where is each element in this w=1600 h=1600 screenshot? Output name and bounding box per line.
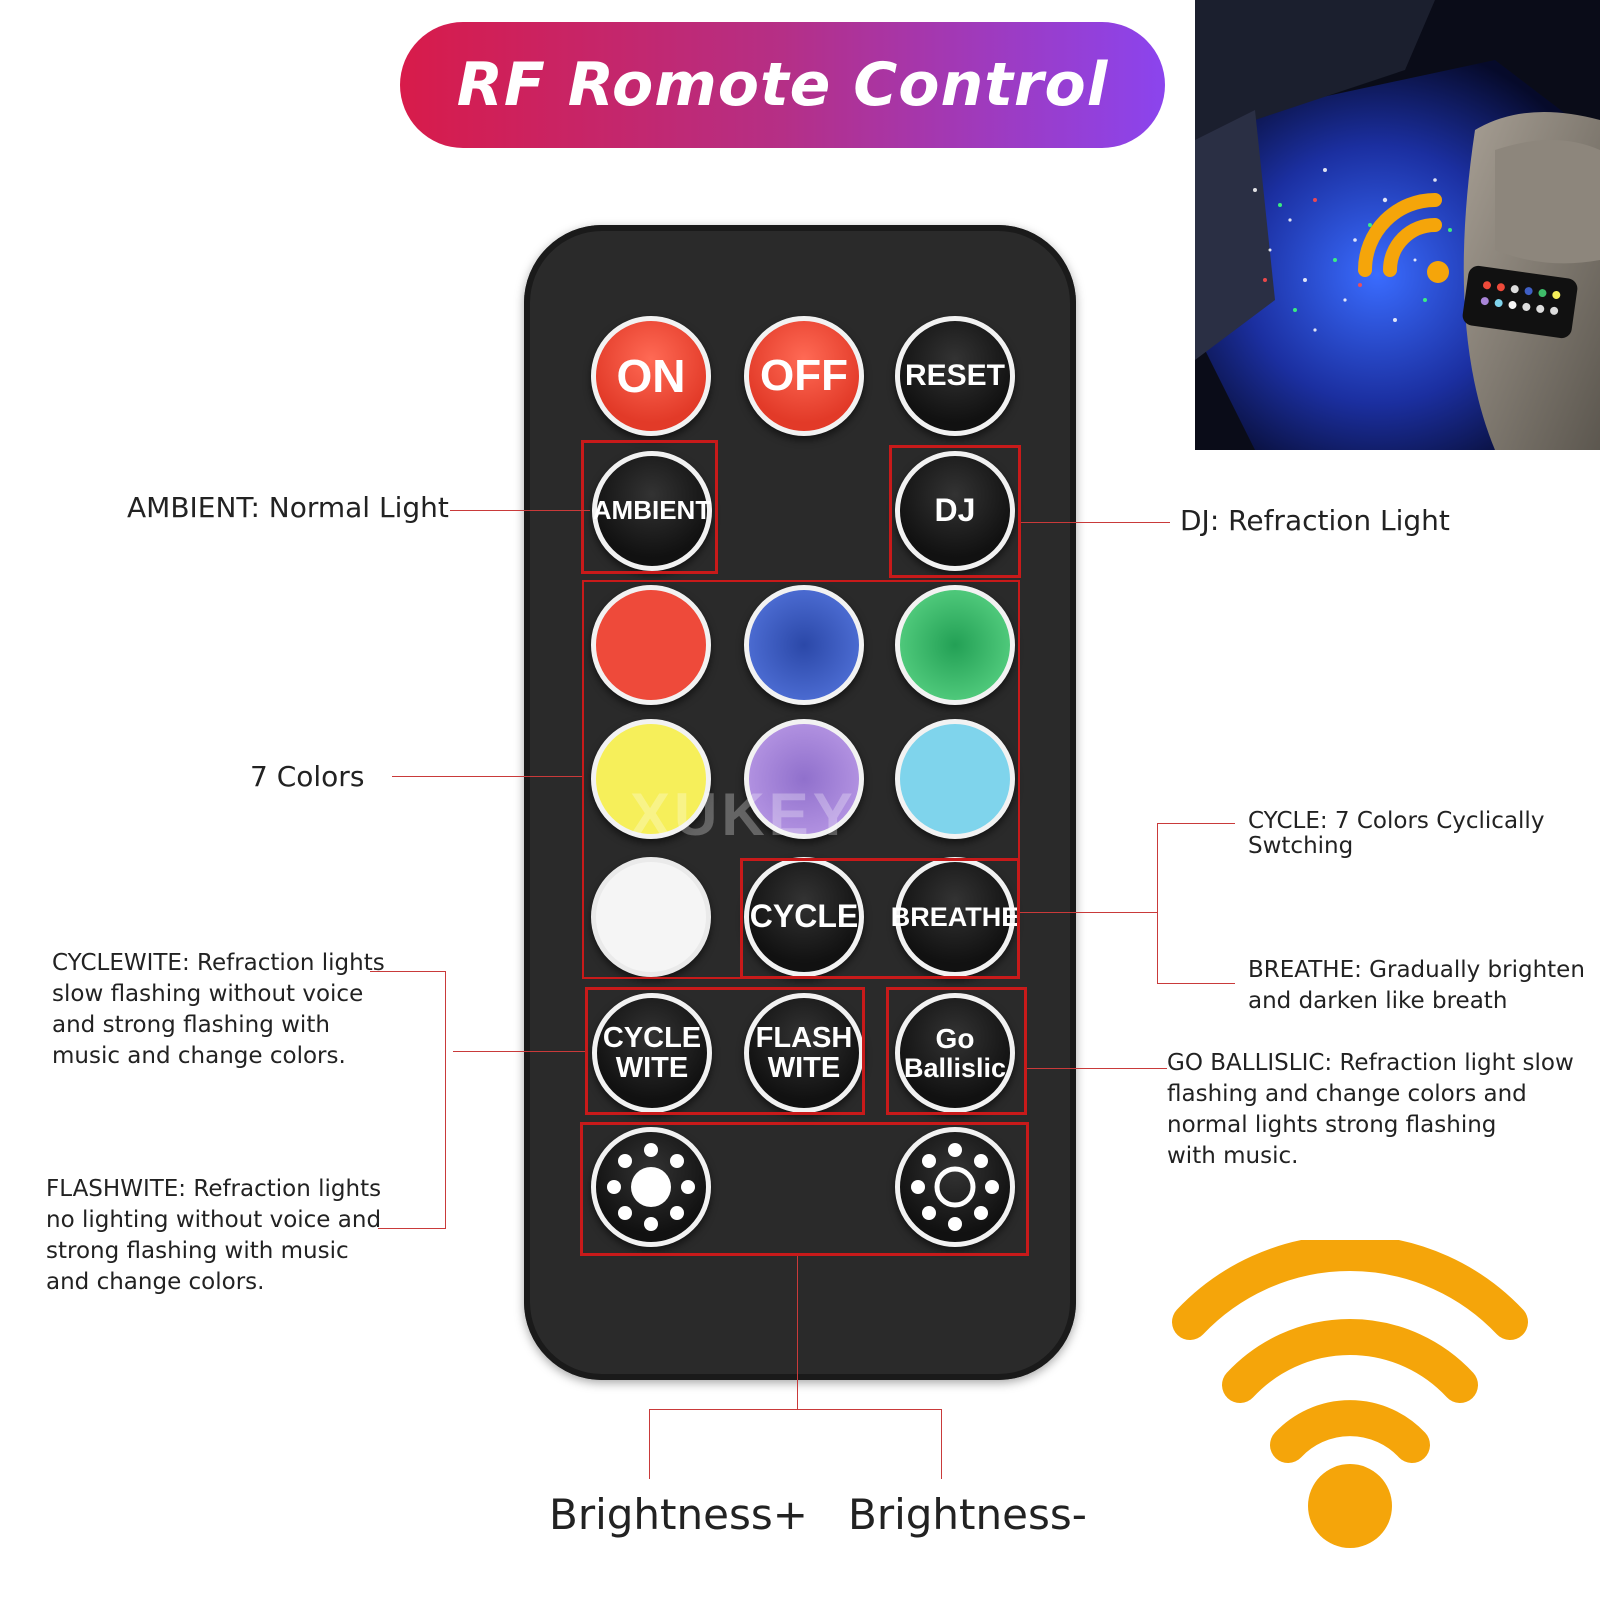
cycle-breathe-bracket	[1157, 823, 1158, 983]
cycle-bracket-arm	[1157, 823, 1235, 824]
go-ballislic-label-line1: Go	[935, 1023, 975, 1055]
brightness-leader-line	[797, 1256, 798, 1409]
cycle-wite-label-line2: WITE	[615, 1052, 689, 1084]
brightness-up-icon	[607, 1143, 695, 1231]
page-title: RF Romote Control	[456, 50, 1109, 120]
off-button[interactable]: OFF	[744, 316, 864, 436]
color-button-blue[interactable]	[744, 585, 864, 705]
cycle-annotation-line2: Swtching	[1248, 833, 1354, 859]
ambient-highlight-box	[581, 440, 718, 574]
go-ballislic-annotation: GO BALLISLIC: Refraction light slow flas…	[1167, 1048, 1574, 1172]
color-button-white[interactable]	[591, 857, 711, 977]
breathe-bracket-arm	[1157, 983, 1235, 984]
breathe-button-label: BREATHE	[890, 901, 1020, 932]
breathe-annotation-line1: BREATHE: Gradually brighten	[1248, 957, 1585, 983]
dj-leader-line	[1021, 522, 1170, 523]
brightness-bracket	[649, 1409, 942, 1410]
cycle-annotation: CYCLE: 7 Colors Cyclically Swtching	[1248, 806, 1544, 862]
brightness-down-icon	[911, 1143, 999, 1231]
wite-bracket	[445, 971, 446, 1229]
brightness-plus-button[interactable]	[591, 1127, 711, 1247]
flashwite-annotation-line3: strong flashing with music	[46, 1238, 349, 1264]
color-button-green[interactable]	[895, 585, 1015, 705]
cyclewite-annotation-line1: CYCLEWITE: Refraction lights	[52, 950, 385, 976]
ambient-button[interactable]: AMBIENT	[592, 451, 712, 571]
go-ballislic-highlight-box	[886, 987, 1027, 1115]
go-ballislic-button[interactable]: Go Ballislic	[895, 993, 1015, 1113]
color-button-yellow[interactable]	[591, 719, 711, 839]
breathe-annotation-line2: and darken like breath	[1248, 988, 1508, 1014]
brightness-plus-annotation: Brightness+	[549, 1490, 808, 1539]
colors-leader-line	[392, 776, 582, 777]
flash-wite-label-line2: WITE	[767, 1052, 841, 1084]
reset-button[interactable]: RESET	[895, 316, 1015, 436]
wifi-icon	[1172, 1240, 1528, 1548]
flashwite-annotation-line1: FLASHWITE: Refraction lights	[46, 1176, 382, 1202]
flash-wite-button[interactable]: FLASH WITE	[744, 993, 864, 1113]
dj-button-label: DJ	[934, 492, 976, 529]
cyclewite-annotation-line3: and strong flashing with	[52, 1012, 330, 1038]
go-ballislic-leader-line	[1027, 1068, 1167, 1069]
brightness-minus-annotation: Brightness-	[848, 1490, 1087, 1539]
cycle-breathe-highlight-box	[740, 858, 1020, 979]
on-button-label: ON	[616, 349, 686, 402]
cycle-annotation-line1: CYCLE: 7 Colors Cyclically	[1248, 808, 1545, 834]
go-ballislic-annotation-line2: flashing and change colors and	[1167, 1081, 1527, 1107]
cyclewite-bracket-arm	[370, 971, 445, 972]
cyclewite-annotation-line2: slow flashing without voice	[52, 981, 364, 1007]
cycle-wite-button[interactable]: CYCLE WITE	[592, 993, 712, 1113]
colors-annotation: 7 Colors	[250, 760, 365, 793]
flashwite-annotation: FLASHWITE: Refraction lights no lighting…	[46, 1174, 381, 1298]
reset-button-label: RESET	[904, 359, 1006, 393]
brightness-plus-arm	[649, 1409, 650, 1479]
go-ballislic-annotation-line4: with music.	[1167, 1143, 1299, 1169]
cycle-breathe-leader-line	[1020, 912, 1158, 913]
on-button[interactable]: ON	[591, 316, 711, 436]
ambient-annotation: AMBIENT: Normal Light	[127, 491, 449, 524]
go-ballislic-annotation-line3: normal lights strong flashing	[1167, 1112, 1497, 1138]
wifi-signal-icon	[1358, 193, 1449, 283]
brightness-highlight-box	[580, 1122, 1029, 1256]
flashwite-bracket-arm	[378, 1228, 445, 1229]
brightness-minus-button[interactable]	[895, 1127, 1015, 1247]
ambient-button-label: AMBIENT	[592, 495, 712, 526]
dj-annotation: DJ: Refraction Light	[1180, 504, 1450, 537]
color-button-red[interactable]	[591, 585, 711, 705]
mini-remote-icon	[1462, 265, 1578, 339]
watermark: XUKEY	[630, 781, 857, 848]
wite-highlight-box	[585, 987, 865, 1115]
car-interior-image	[1195, 0, 1600, 450]
color-button-cyan[interactable]	[895, 719, 1015, 839]
off-button-label: OFF	[760, 350, 848, 400]
cyclewite-annotation-line4: music and change colors.	[52, 1043, 346, 1069]
brightness-minus-arm	[941, 1409, 942, 1479]
ambient-leader-line	[450, 510, 590, 511]
breathe-annotation: BREATHE: Gradually brighten and darken l…	[1248, 955, 1585, 1017]
title-banner: RF Romote Control	[400, 22, 1165, 148]
dj-button[interactable]: DJ	[895, 451, 1015, 571]
go-ballislic-label-line2: Ballislic	[903, 1052, 1007, 1083]
dj-highlight-box	[889, 445, 1021, 578]
car-interior-photo	[1195, 0, 1600, 450]
flashwite-annotation-line4: and change colors.	[46, 1269, 265, 1295]
cycle-button-label: CYCLE	[749, 898, 859, 935]
cyclewite-annotation: CYCLEWITE: Refraction lights slow flashi…	[52, 948, 385, 1072]
flash-wite-label-line1: FLASH	[755, 1021, 853, 1054]
flashwite-annotation-line2: no lighting without voice and	[46, 1207, 382, 1233]
cycle-wite-label-line1: CYCLE	[602, 1021, 702, 1054]
color-button-purple[interactable]	[744, 719, 864, 839]
wite-leader-line	[453, 1051, 585, 1052]
go-ballislic-annotation-line1: GO BALLISLIC: Refraction light slow	[1167, 1050, 1574, 1076]
